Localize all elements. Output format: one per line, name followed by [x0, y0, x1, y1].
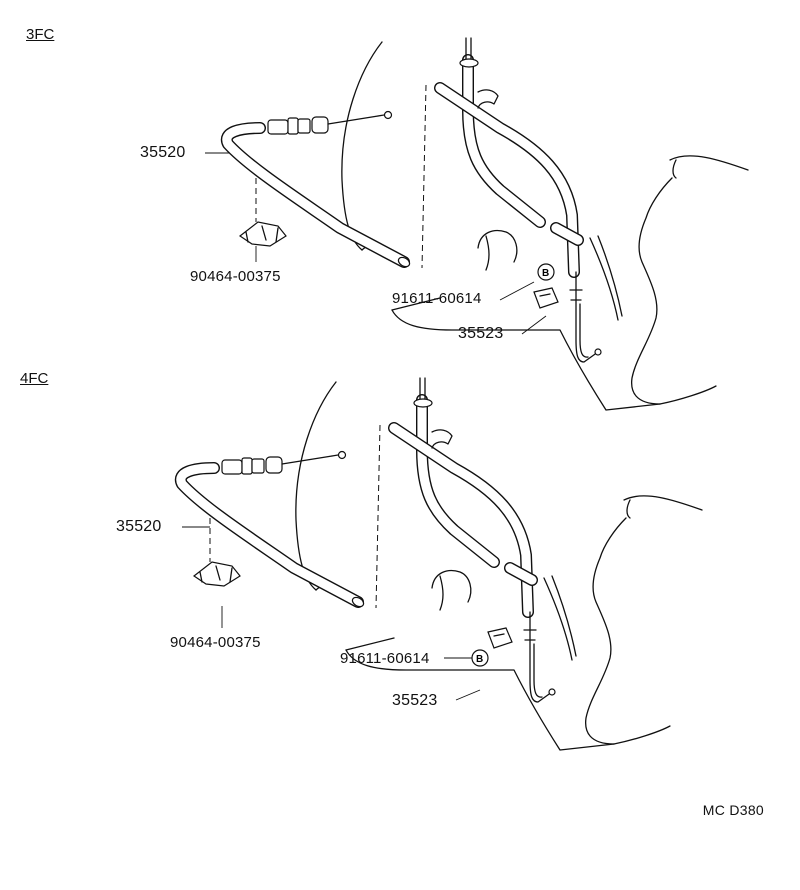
label-bracket-4fc: 35523: [392, 692, 438, 709]
marker-b-3fc: [537, 263, 555, 281]
section-title-4fc: 4FC: [20, 370, 49, 387]
label-cable-3fc: 35520: [140, 144, 186, 161]
assembly-3fc: [227, 38, 748, 410]
section-title-3fc: 3FC: [26, 26, 55, 43]
reference-code: MC D380: [702, 802, 764, 818]
marker-b-4fc: [471, 649, 489, 667]
label-clamp-3fc: 90464-00375: [190, 268, 281, 285]
label-bolt-4fc: 91611-60614: [340, 650, 430, 667]
assembly-4fc: [181, 378, 702, 750]
marker-b-text-3fc: B: [542, 268, 549, 279]
label-bolt-3fc: 91611-60614: [392, 290, 482, 307]
label-bracket-3fc: 35523: [458, 325, 504, 342]
label-clamp-4fc: 90464-00375: [170, 634, 261, 651]
marker-b-text-4fc: B: [476, 654, 483, 665]
label-cable-4fc: 35520: [116, 518, 162, 535]
